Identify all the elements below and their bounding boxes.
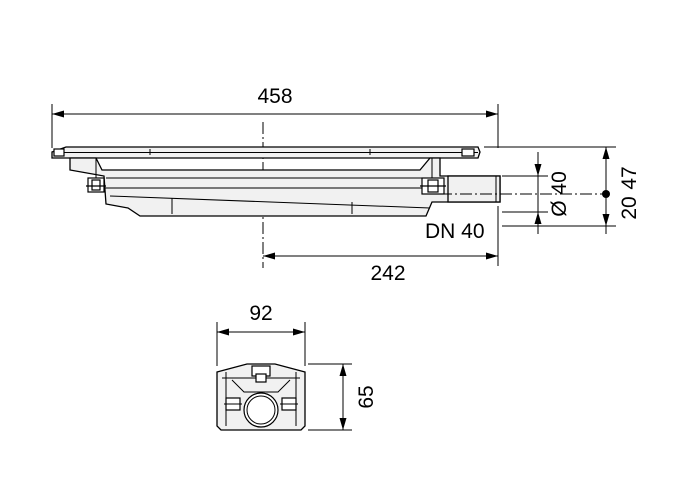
drain-channel-body bbox=[69, 157, 501, 217]
dimension-label-height-outlet: 20 bbox=[618, 196, 641, 219]
side-view: 458 bbox=[51, 85, 641, 285]
dimension-label-depth: 65 bbox=[355, 385, 378, 408]
dimension-width: 92 bbox=[216, 302, 306, 366]
outlet-pipe bbox=[447, 175, 501, 203]
end-view: 92 65 bbox=[216, 302, 378, 431]
dimension-label-height-total: 47 bbox=[618, 166, 641, 189]
dimension-outlet-diameter: Ø 40 bbox=[534, 152, 571, 234]
end-view-outlet bbox=[243, 392, 279, 428]
dimension-heights: 47 20 bbox=[602, 147, 641, 234]
drain-grate bbox=[51, 146, 481, 159]
dimension-depth: 65 bbox=[308, 363, 378, 431]
dimension-label-outlet-nominal: DN 40 bbox=[425, 220, 485, 243]
left-mounting-foot bbox=[86, 158, 106, 193]
dimension-label-overall-length: 458 bbox=[257, 85, 292, 108]
dimension-outlet-offset: 242 bbox=[263, 206, 499, 285]
dimension-label-outlet-offset: 242 bbox=[370, 262, 405, 285]
dimension-label-width: 92 bbox=[249, 302, 272, 325]
right-mounting-foot bbox=[420, 158, 446, 195]
dimension-overall-length: 458 bbox=[51, 85, 499, 148]
dimension-label-outlet-diameter: Ø 40 bbox=[548, 171, 571, 217]
